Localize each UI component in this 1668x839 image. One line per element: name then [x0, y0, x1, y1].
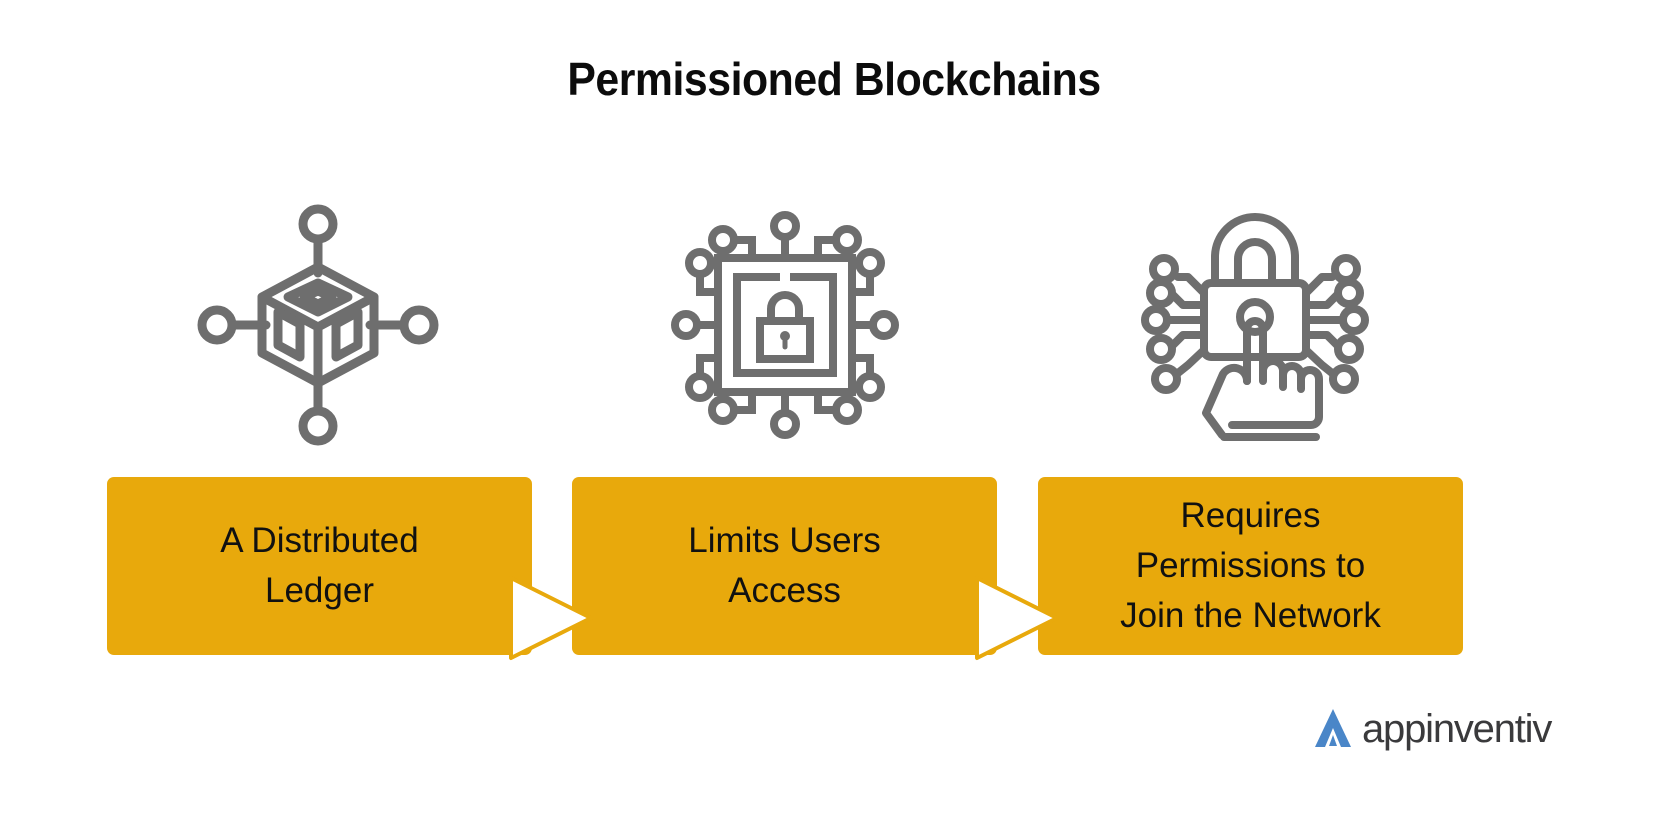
connector-arrow-2 [971, 565, 1063, 660]
appinventiv-wordmark: appinventiv [1362, 707, 1552, 751]
step-1-icon-container [188, 195, 448, 455]
step-3-icon-container [1120, 195, 1380, 455]
connector-arrow-1 [505, 565, 597, 660]
padlock-finger-permission-icon [1141, 213, 1369, 441]
step-2-label: Limits Users Access [688, 521, 881, 610]
step-box-1[interactable]: A Distributed Ledger [107, 477, 532, 655]
chevron-right-arrow-icon [975, 576, 1059, 660]
appinventiv-logo: appinventiv [1310, 702, 1552, 754]
appinventiv-a-mark-icon [1315, 709, 1351, 747]
blockchain-node-cube-icon [197, 204, 439, 446]
step-box-3[interactable]: Requires Permissions to Join the Network [1038, 477, 1463, 655]
step-1-label: A Distributed Ledger [220, 521, 419, 610]
step-2-icon-container [655, 195, 915, 455]
page-title: Permissioned Blockchains [567, 53, 1101, 105]
secure-chip-lock-icon [671, 211, 899, 439]
step-box-2[interactable]: Limits Users Access [572, 477, 997, 655]
step-3-label: Requires Permissions to Join the Network [1120, 496, 1381, 635]
chevron-right-arrow-icon [509, 576, 593, 660]
